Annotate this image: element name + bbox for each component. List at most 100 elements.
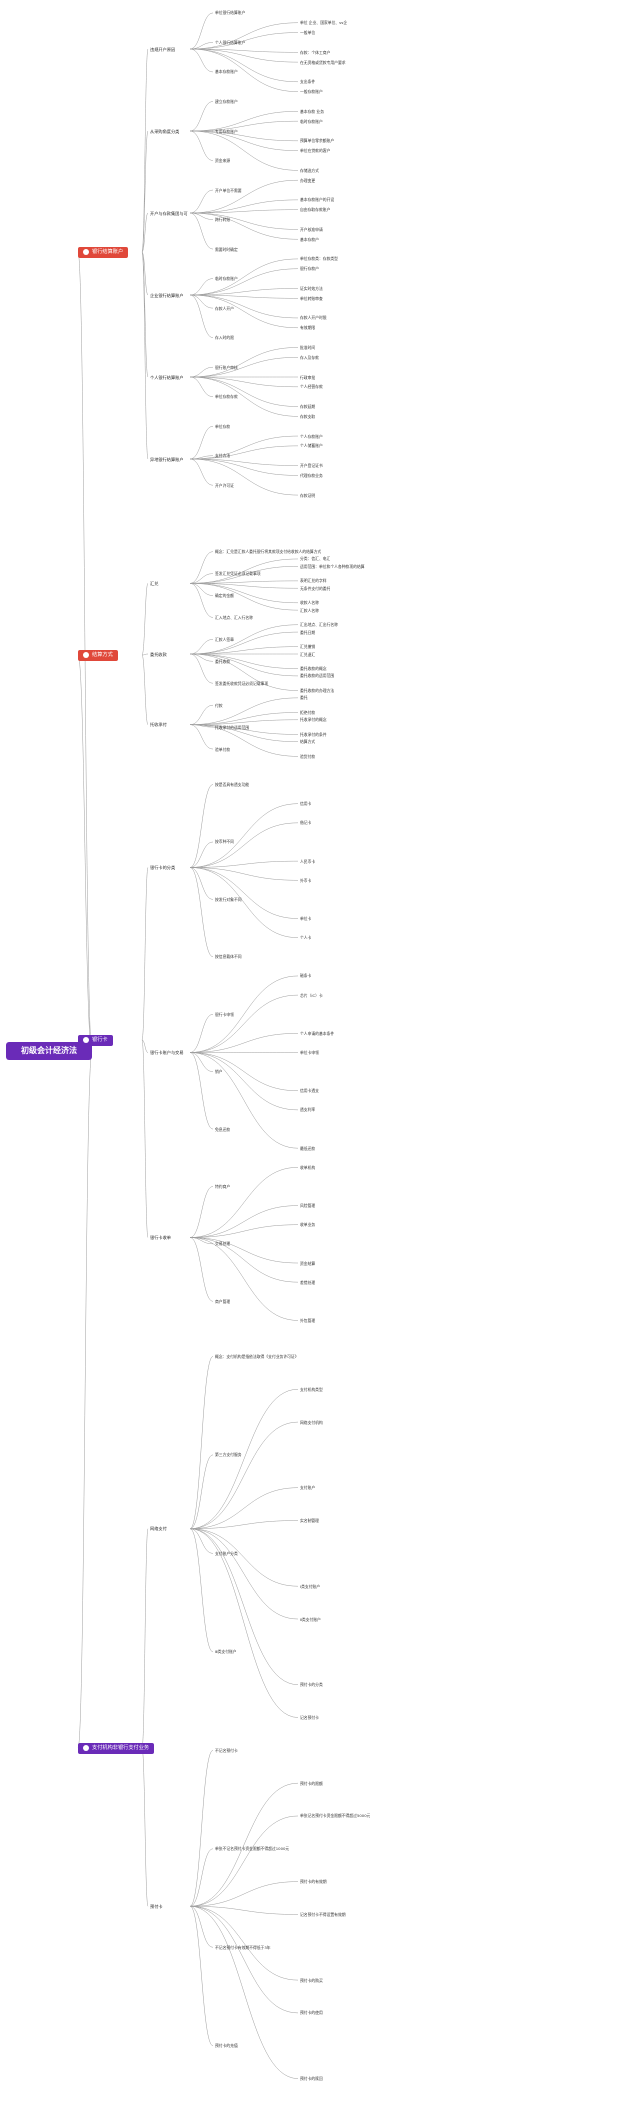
- leaf-node[interactable]: 个人储蓄账户: [300, 443, 323, 449]
- leaf-node[interactable]: 个人申请的基本条件: [300, 1030, 335, 1036]
- leaf-node[interactable]: 个人银行结算账户: [215, 39, 246, 45]
- leaf-node[interactable]: 委托: [300, 695, 308, 701]
- leaf-node[interactable]: 汇出地点、汇出行名称: [300, 622, 338, 628]
- leaf-node[interactable]: Ⅲ类支付账户: [215, 1649, 237, 1655]
- leaf-node[interactable]: 基本存款 业务: [300, 108, 324, 114]
- leaf-node[interactable]: 按发行对象不同: [215, 896, 242, 902]
- leaf-node[interactable]: 人民币卡: [300, 858, 316, 864]
- leaf-node[interactable]: 签发委托收款凭证必须记载事项: [215, 680, 269, 686]
- leaf-node[interactable]: 单位在贷款的客户: [300, 148, 331, 154]
- leaf-node[interactable]: 拒绝付款: [300, 709, 316, 715]
- subtopic[interactable]: 委托收款: [150, 651, 167, 657]
- leaf-node[interactable]: 预付卡的使用: [300, 2010, 323, 2016]
- leaf-node[interactable]: 办理变更: [300, 177, 316, 183]
- leaf-node[interactable]: 汇兑退汇: [300, 651, 316, 657]
- leaf-node[interactable]: 开户核准申请: [300, 226, 323, 232]
- leaf-node[interactable]: 免息还款: [215, 1126, 231, 1132]
- leaf-node[interactable]: 存入时的限: [215, 335, 234, 341]
- subtopic[interactable]: 从采购角度分类: [150, 128, 180, 134]
- subtopic[interactable]: 开户与存款集团与可: [150, 210, 188, 216]
- leaf-node[interactable]: 预付卡的分类: [300, 1682, 323, 1688]
- leaf-node[interactable]: 验货付款: [300, 753, 316, 759]
- leaf-node[interactable]: 销户: [215, 1069, 223, 1075]
- leaf-node[interactable]: 表明汇兑的字样: [300, 578, 327, 584]
- leaf-node[interactable]: 支付账户分类: [215, 1550, 238, 1556]
- leaf-node[interactable]: 第三方支付服务: [215, 1452, 242, 1458]
- leaf-node[interactable]: 签发汇兑凭证必须记载事项: [215, 571, 261, 577]
- leaf-node[interactable]: 结算方式: [300, 739, 316, 745]
- leaf-node[interactable]: 透支利率: [300, 1107, 316, 1113]
- leaf-node[interactable]: 一般存款账户: [300, 89, 323, 95]
- leaf-node[interactable]: 资金结算: [300, 1260, 316, 1266]
- leaf-node[interactable]: 概念：支付机构是指依法取得《支付业务许可证》: [215, 1353, 299, 1359]
- leaf-node[interactable]: 汇款人名称: [300, 607, 319, 613]
- leaf-node[interactable]: 预付卡的赎回: [300, 2076, 323, 2082]
- leaf-node[interactable]: 自由存取存款账户: [300, 207, 331, 213]
- leaf-node[interactable]: 单张记名预付卡资金限额不得超过5000元: [300, 1813, 371, 1819]
- leaf-node[interactable]: 存款：个体工商户: [300, 49, 331, 55]
- leaf-node[interactable]: 个人存款账户: [300, 433, 323, 439]
- leaf-node[interactable]: 汇入地点、汇入行名称: [215, 614, 253, 620]
- leaf-node[interactable]: 单位卡: [300, 916, 312, 922]
- leaf-node[interactable]: Ⅱ类支付账户: [300, 1616, 321, 1622]
- leaf-node[interactable]: 存入及存款: [300, 354, 319, 360]
- subtopic[interactable]: 违规开户原因: [150, 46, 176, 52]
- section-topic[interactable]: 银行结算账户: [78, 247, 129, 258]
- leaf-node[interactable]: 外币卡: [300, 877, 312, 883]
- section-topic[interactable]: 结算方式: [78, 650, 118, 661]
- leaf-node[interactable]: 跨行转账: [215, 217, 231, 223]
- leaf-node[interactable]: 开户许可证: [215, 482, 234, 488]
- leaf-node[interactable]: 委托收款的适用范围: [300, 673, 335, 679]
- leaf-node[interactable]: 支付方法: [215, 453, 231, 459]
- leaf-node[interactable]: 分类：信汇、电汇: [300, 556, 331, 562]
- leaf-node[interactable]: 银行存款户: [300, 266, 319, 272]
- leaf-node[interactable]: 银行卡申领: [215, 1011, 234, 1017]
- leaf-node[interactable]: 在无资格或货款专用户要求: [300, 59, 346, 65]
- leaf-node[interactable]: 一般单位: [300, 30, 316, 36]
- leaf-node[interactable]: 实名制管理: [300, 1518, 319, 1524]
- leaf-node[interactable]: 开户登记证书: [300, 463, 323, 469]
- leaf-node[interactable]: 最低还款: [300, 1145, 316, 1151]
- leaf-node[interactable]: 支付机构类型: [300, 1386, 323, 1392]
- leaf-node[interactable]: 存款支取: [300, 413, 316, 419]
- leaf-node[interactable]: 委托收款: [215, 658, 231, 664]
- leaf-node[interactable]: 收单机构: [300, 1164, 316, 1170]
- leaf-node[interactable]: 临时存款账户: [300, 118, 323, 124]
- leaf-node[interactable]: 存储选方式: [300, 167, 319, 173]
- leaf-node[interactable]: 批准时间: [300, 344, 316, 350]
- leaf-node[interactable]: 基本存款户: [300, 236, 319, 242]
- leaf-node[interactable]: 预付卡的限额: [300, 1780, 323, 1786]
- leaf-node[interactable]: 收款人名称: [300, 600, 319, 606]
- leaf-node[interactable]: 磁条卡: [300, 973, 312, 979]
- leaf-node[interactable]: 单张不记名预付卡资金限额不得超过1000元: [215, 1846, 290, 1852]
- leaf-node[interactable]: 单位 企业、国家单位、vs企: [300, 20, 348, 26]
- leaf-node[interactable]: 不记名预付卡: [215, 1747, 238, 1753]
- subtopic[interactable]: 企业银行结算账户: [150, 292, 184, 298]
- leaf-node[interactable]: 委托收款的概念: [300, 666, 327, 672]
- leaf-node[interactable]: 建立存款账户: [215, 98, 238, 104]
- leaf-node[interactable]: 收单业务: [300, 1222, 316, 1228]
- leaf-node[interactable]: 存款人开户时限: [300, 315, 327, 321]
- leaf-node[interactable]: 支付账户: [300, 1485, 316, 1491]
- leaf-node[interactable]: 记名预付卡不得设置有效期: [300, 1911, 346, 1917]
- leaf-node[interactable]: 概念：汇兑是汇款人委托银行将其款项支付给收款人的结算方式: [215, 549, 322, 555]
- leaf-node[interactable]: 预付卡的有效期: [300, 1879, 327, 1885]
- leaf-node[interactable]: 个人经营存款: [300, 384, 323, 390]
- leaf-node[interactable]: 专用存款账户: [215, 128, 238, 134]
- leaf-node[interactable]: 信用卡透支: [300, 1088, 319, 1094]
- subtopic[interactable]: 银行卡账户与交易: [150, 1050, 184, 1055]
- subtopic[interactable]: 异地银行结算账户: [150, 456, 184, 462]
- section-topic[interactable]: 支付机构非银行支付业务: [78, 1743, 155, 1754]
- section-topic[interactable]: 银行卡: [78, 1035, 113, 1046]
- leaf-node[interactable]: 托收承付的适用范围: [215, 724, 250, 730]
- leaf-node[interactable]: 网络支付机构: [300, 1419, 323, 1425]
- leaf-node[interactable]: 验单付款: [215, 746, 231, 752]
- leaf-node[interactable]: 外包管理: [300, 1317, 316, 1323]
- leaf-node[interactable]: 托收承付的条件: [300, 731, 327, 737]
- leaf-node[interactable]: 不记名预付卡有效期不得低于3年: [215, 1944, 271, 1950]
- leaf-node[interactable]: 汇兑撤销: [300, 644, 316, 650]
- leaf-node[interactable]: 芯片（IC）卡: [300, 992, 323, 998]
- leaf-node[interactable]: Ⅰ类支付账户: [300, 1583, 321, 1589]
- leaf-node[interactable]: 资金来源: [215, 158, 231, 164]
- leaf-node[interactable]: 按信息载体不同: [215, 954, 242, 960]
